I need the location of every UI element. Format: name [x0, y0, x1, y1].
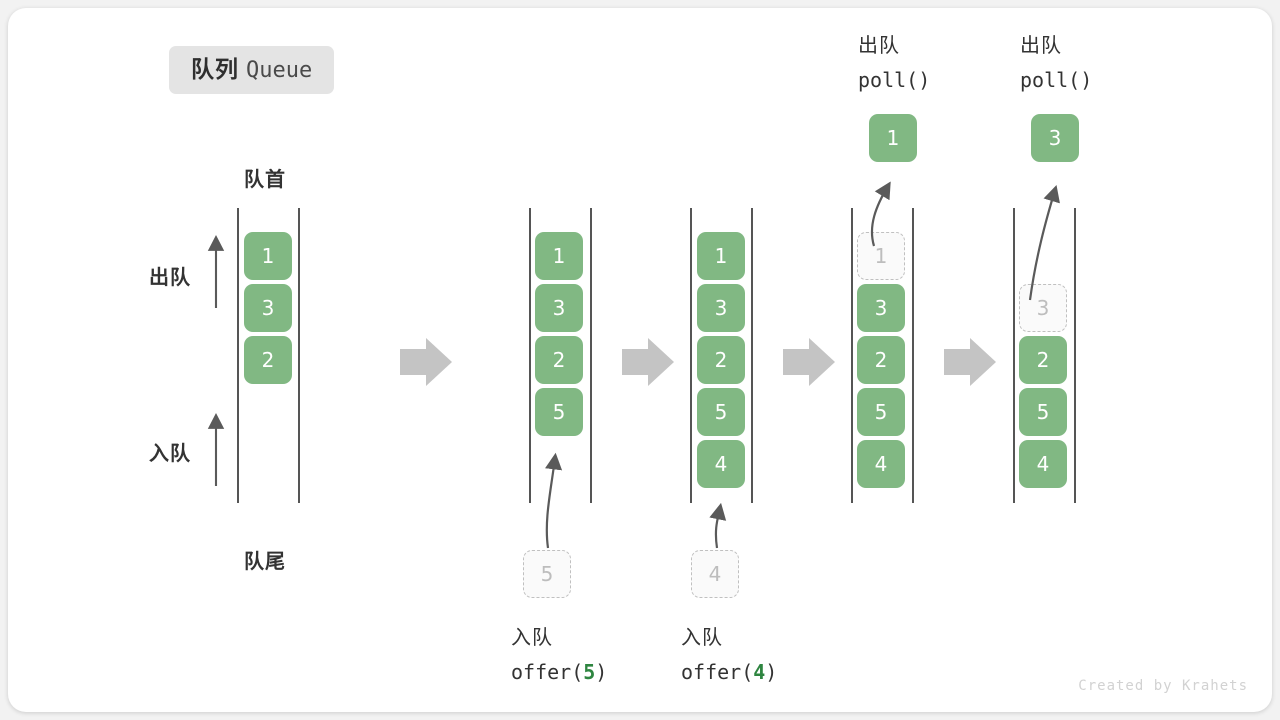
rail-right-col4 — [1074, 208, 1076, 503]
rail-left-col4 — [1013, 208, 1015, 503]
caption-code-offer-5: offer(5) — [511, 660, 607, 685]
diagram-card: 队列 Queue 队首 队尾 出队 入队 1 3 2 1 3 2 5 5 入队 o… — [8, 8, 1272, 712]
queue-cell: 2 — [857, 336, 905, 384]
queue-cell: 3 — [244, 284, 292, 332]
queue-cell: 5 — [535, 388, 583, 436]
queue-cell: 1 — [244, 232, 292, 280]
queue-cell: 5 — [697, 388, 745, 436]
queue-cell: 3 — [1019, 284, 1067, 332]
offer-5-arrow — [545, 452, 563, 549]
diagram-title-chip: 队列 Queue — [169, 46, 335, 94]
caption-zh-poll-1: 出队 — [858, 35, 900, 57]
caption-code-poll-1: poll() — [858, 68, 931, 92]
offer-4-arrow — [709, 502, 727, 549]
queue-cell: 3 — [535, 284, 583, 332]
rail-right-col2 — [751, 208, 753, 503]
code-text: offer( — [681, 660, 754, 684]
queue-cell: 5 — [857, 388, 905, 436]
diagram-stage: 队列 Queue 队首 队尾 出队 入队 1 3 2 1 3 2 5 5 入队 o… — [8, 8, 1272, 712]
title-en: Queue — [246, 58, 313, 83]
label-tail: 队尾 — [244, 551, 286, 573]
label-enqueue: 入队 — [149, 443, 191, 465]
label-dequeue: 出队 — [149, 267, 191, 289]
title-zh: 队列 — [191, 56, 239, 82]
queue-cell: 1 — [697, 232, 745, 280]
rail-right-col0 — [298, 208, 300, 503]
caption-code-poll-3: poll() — [1020, 68, 1093, 92]
code-text: offer( — [511, 660, 584, 684]
queue-cell: 4 — [1019, 440, 1067, 488]
rail-left-col3 — [851, 208, 853, 503]
watermark: Created by Krahets — [1078, 678, 1248, 694]
step-arrow-3 — [783, 338, 835, 386]
label-head: 队首 — [244, 169, 286, 191]
queue-cell: 4 — [697, 440, 745, 488]
code-text: ) — [595, 660, 608, 684]
code-arg: 4 — [753, 660, 766, 684]
arrow-overlay — [207, 181, 1060, 549]
queue-cell: 3 — [857, 284, 905, 332]
step-arrow-1 — [400, 338, 452, 386]
queue-cell: 5 — [1019, 388, 1067, 436]
queue-cell: 2 — [1019, 336, 1067, 384]
rail-left-col2 — [690, 208, 692, 503]
queue-cell: 4 — [857, 440, 905, 488]
rail-left-col1 — [529, 208, 531, 503]
dequeued-element: 3 — [1031, 114, 1079, 162]
caption-zh-poll-3: 出队 — [1020, 35, 1062, 57]
rail-left-col0 — [237, 208, 239, 503]
queue-cell: 1 — [857, 232, 905, 280]
queue-cell: 3 — [697, 284, 745, 332]
incoming-element: 4 — [691, 550, 739, 598]
dequeued-element: 1 — [869, 114, 917, 162]
queue-cell: 1 — [535, 232, 583, 280]
step-arrow-2 — [622, 338, 674, 386]
caption-zh-offer-5: 入队 — [511, 627, 553, 649]
caption-code-offer-4: offer(4) — [681, 660, 777, 685]
queue-cell: 2 — [697, 336, 745, 384]
rail-right-col1 — [590, 208, 592, 503]
caption-zh-offer-4: 入队 — [681, 627, 723, 649]
code-arg: 5 — [583, 660, 596, 684]
code-text: ) — [765, 660, 778, 684]
queue-cell: 2 — [535, 336, 583, 384]
rail-right-col3 — [912, 208, 914, 503]
incoming-element: 5 — [523, 550, 571, 598]
queue-cell: 2 — [244, 336, 292, 384]
step-arrow-4 — [944, 338, 996, 386]
